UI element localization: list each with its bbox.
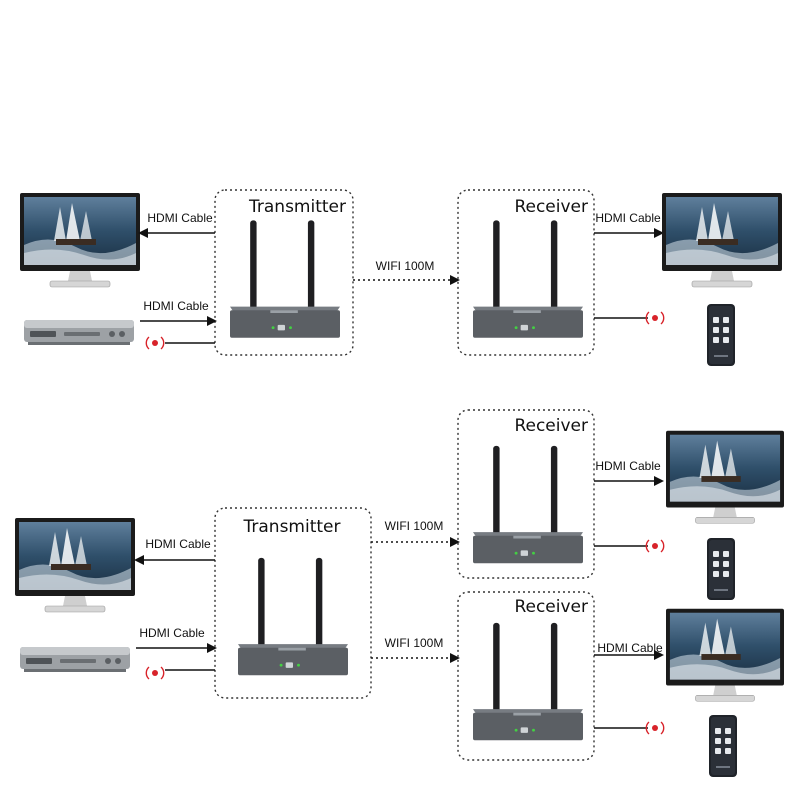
remote-control-icon: [707, 304, 735, 366]
scenario-one: Transmitter HDMI Cable HDMI Cable WIFI 1…: [20, 189, 782, 366]
receiver-bottom-title: Receiver: [514, 597, 588, 617]
transmitter-box: [214, 189, 354, 356]
transmitter-box: [214, 507, 372, 699]
receiver-box-top: [457, 409, 595, 579]
monitor-icon: [20, 193, 140, 288]
receiver-box-bottom: [457, 591, 595, 761]
wifi-label: WIFI 100M: [376, 259, 435, 273]
receiver-title: Receiver: [514, 197, 588, 217]
ir-sensor-icon: [145, 336, 165, 350]
ir-sensor-icon: [645, 311, 665, 325]
rx-hdmi-label: HDMI Cable: [595, 211, 661, 225]
wireless-extender-icon: [473, 622, 583, 741]
scenario-two: Transmitter HDMI Cable HDMI Cable WIFI 1…: [15, 409, 784, 777]
wireless-extender-icon: [230, 220, 340, 338]
wireless-extender-icon: [238, 557, 348, 676]
remote-control-icon: [709, 715, 737, 777]
ir-sensor-icon: [645, 721, 665, 735]
receiver-box: [457, 189, 595, 356]
hdmi-out-label: HDMI Cable: [147, 211, 213, 225]
ir-sensor-icon: [645, 539, 665, 553]
monitor-icon: [662, 193, 782, 288]
wifi-top-label: WIFI 100M: [385, 519, 444, 533]
transmitter-title: Transmitter: [243, 517, 341, 537]
hdmi-in-label: HDMI Cable: [139, 626, 205, 640]
remote-control-icon: [707, 538, 735, 600]
dvd-player-icon: [20, 647, 130, 672]
receiver-top-title: Receiver: [514, 416, 588, 436]
dvd-player-icon: [24, 320, 134, 345]
rx-top-hdmi-label: HDMI Cable: [595, 459, 661, 473]
wireless-extender-icon: [473, 220, 583, 338]
monitor-icon: [15, 518, 135, 613]
transmitter-title: Transmitter: [248, 197, 346, 217]
hdmi-in-label: HDMI Cable: [143, 299, 209, 313]
ir-sensor-icon: [145, 666, 165, 680]
wireless-extender-icon: [473, 445, 583, 564]
monitor-icon: [666, 608, 784, 702]
rx-bottom-hdmi-label: HDMI Cable: [597, 641, 663, 655]
wifi-bottom-label: WIFI 100M: [385, 636, 444, 650]
monitor-icon: [666, 430, 784, 524]
hdmi-out-label: HDMI Cable: [145, 537, 211, 551]
